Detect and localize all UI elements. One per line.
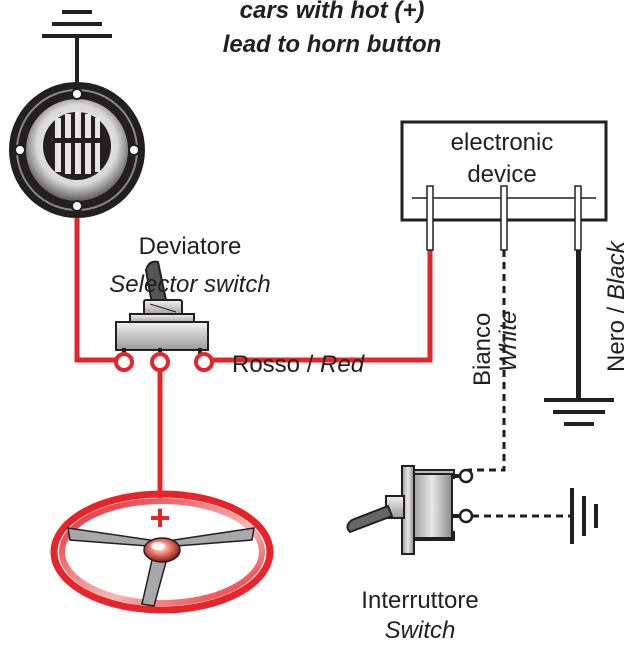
selector-switch-label-en: Selector switch	[109, 271, 270, 298]
black-wire-label: Nero / Black	[603, 239, 630, 372]
white-wire	[468, 250, 506, 472]
device-pin-red	[426, 185, 434, 251]
plus-symbol: +	[149, 497, 170, 538]
red-wire-label-en: Red	[320, 351, 365, 378]
ground-icon	[42, 10, 112, 98]
white-wire-label-en: White	[495, 311, 522, 372]
red-wire-label-it: Rosso /	[232, 351, 320, 378]
switch-label: Interruttore	[361, 587, 478, 614]
ground-icon	[570, 488, 598, 544]
rocker-switch-icon	[346, 465, 474, 555]
ground-icon	[544, 398, 614, 426]
red-wire	[74, 218, 433, 498]
electronic-device-box	[400, 120, 608, 251]
white-wire-label-it: Bianco	[469, 313, 496, 386]
header-line-1: cars with hot (+)	[240, 0, 425, 24]
red-wire-label: Rosso / Red	[232, 351, 365, 378]
toggle-switch-icon	[114, 260, 214, 372]
device-pin-white	[500, 185, 508, 251]
switch-label-en: Switch	[385, 617, 456, 640]
black-wire-label-en: Black	[603, 239, 630, 300]
header-line-2: lead to horn button	[223, 31, 442, 58]
device-pin-black	[574, 185, 582, 251]
device-label-1: electronic	[451, 129, 554, 156]
black-wire-label-it: Nero /	[603, 300, 630, 372]
steering-wheel-icon	[50, 490, 274, 614]
device-label-2: device	[467, 161, 536, 188]
selector-switch-label: Deviatore	[139, 233, 242, 260]
black-wire	[576, 250, 581, 400]
horn-icon	[9, 82, 145, 218]
